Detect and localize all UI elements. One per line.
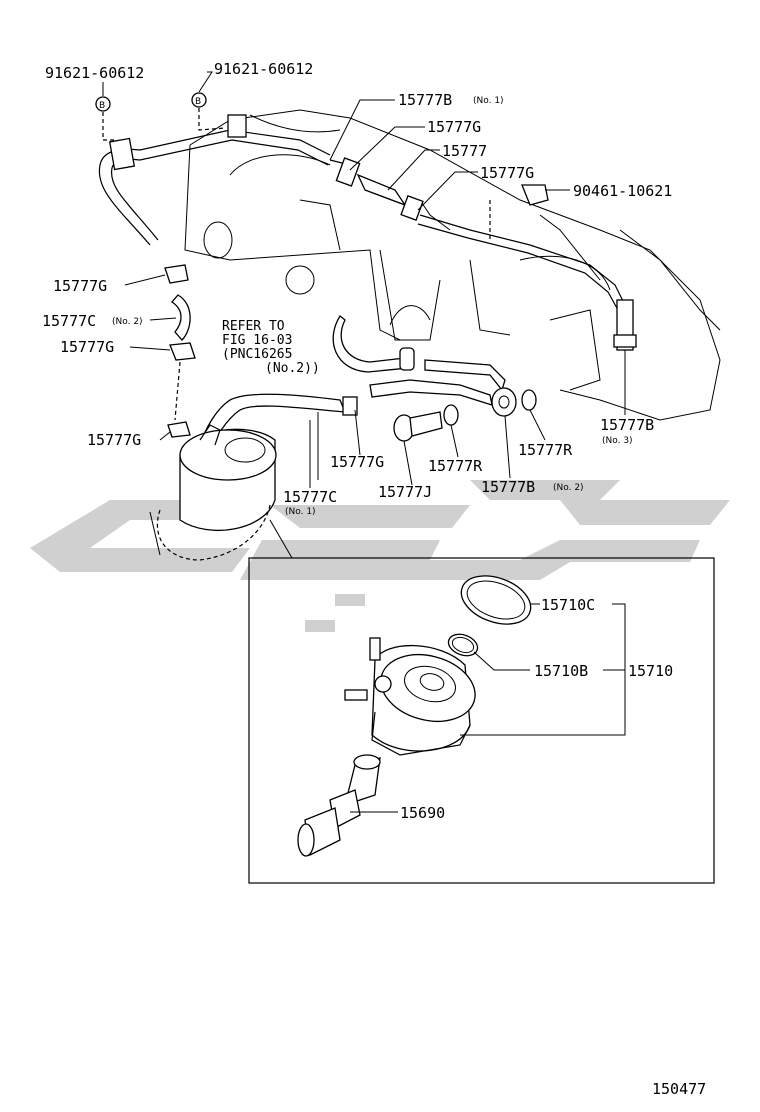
label-p14: 15777R [518, 441, 573, 459]
bolt-markers: B B [95, 92, 226, 141]
detail-orings [447, 575, 532, 657]
label-p21: 15710 [628, 662, 673, 680]
label-p9-sub: (No. 2) [112, 317, 143, 327]
watermark-logo [30, 480, 730, 632]
middle-hoses [199, 315, 537, 451]
label-p4: 15777G [427, 118, 481, 136]
leader-lines [102, 71, 626, 813]
label-p18-sub: (No. 1) [285, 507, 316, 517]
oil-cooler-assembly-small [149, 424, 277, 561]
reference-line-1: REFER TO [222, 319, 285, 334]
label-p20: 15710B [534, 662, 588, 680]
label-p22: 15690 [400, 804, 445, 822]
left-small-hoses [164, 264, 196, 438]
label-p1: 91621-60612 [45, 64, 144, 82]
reference-line-4: (No.2)) [265, 361, 320, 376]
label-p2: 91621-60612 [214, 60, 313, 78]
label-p15: 15777B [600, 416, 654, 434]
upper-hose [335, 157, 637, 351]
detail-union-bolt [297, 754, 381, 857]
label-p16: 15777J [378, 483, 432, 501]
label-p12: 15777G [330, 453, 384, 471]
label-p9: 15777C [42, 312, 96, 330]
label-p3: 15777B [398, 91, 452, 109]
label-p19: 15710C [541, 596, 595, 614]
reference-note: REFER TO FIG 16-03 (PNC16265 (No.2)) [222, 319, 320, 376]
reference-line-2: FIG 16-03 [222, 333, 292, 348]
label-p17: 15777B [481, 478, 535, 496]
label-p17-sub: (No. 2) [553, 483, 584, 493]
part-labels: 91621-60612 91621-60612 15777B (No. 1) 1… [42, 60, 673, 822]
diagram-number: 150477 [652, 1080, 706, 1098]
label-p18: 15777C [283, 488, 337, 506]
reference-line-3: (PNC16265 [222, 347, 292, 362]
label-p8: 15777G [53, 277, 107, 295]
svg-text:B: B [99, 101, 105, 111]
label-p3-sub: (No. 1) [473, 96, 504, 106]
label-p7: 90461-10621 [573, 182, 672, 200]
label-p6: 15777G [480, 164, 534, 182]
label-p5: 15777 [442, 142, 487, 160]
label-p15-sub: (No. 3) [602, 436, 633, 446]
union-bolt [393, 404, 459, 442]
svg-text:B: B [195, 97, 201, 107]
label-p10: 15777G [60, 338, 114, 356]
detail-inset [248, 519, 715, 884]
water-bypass-pipe-upper [98, 114, 351, 246]
label-p11: 15777G [87, 431, 141, 449]
label-p13: 15777R [428, 457, 483, 475]
detail-oil-cooler [344, 637, 476, 756]
bracket-clip [489, 184, 549, 240]
